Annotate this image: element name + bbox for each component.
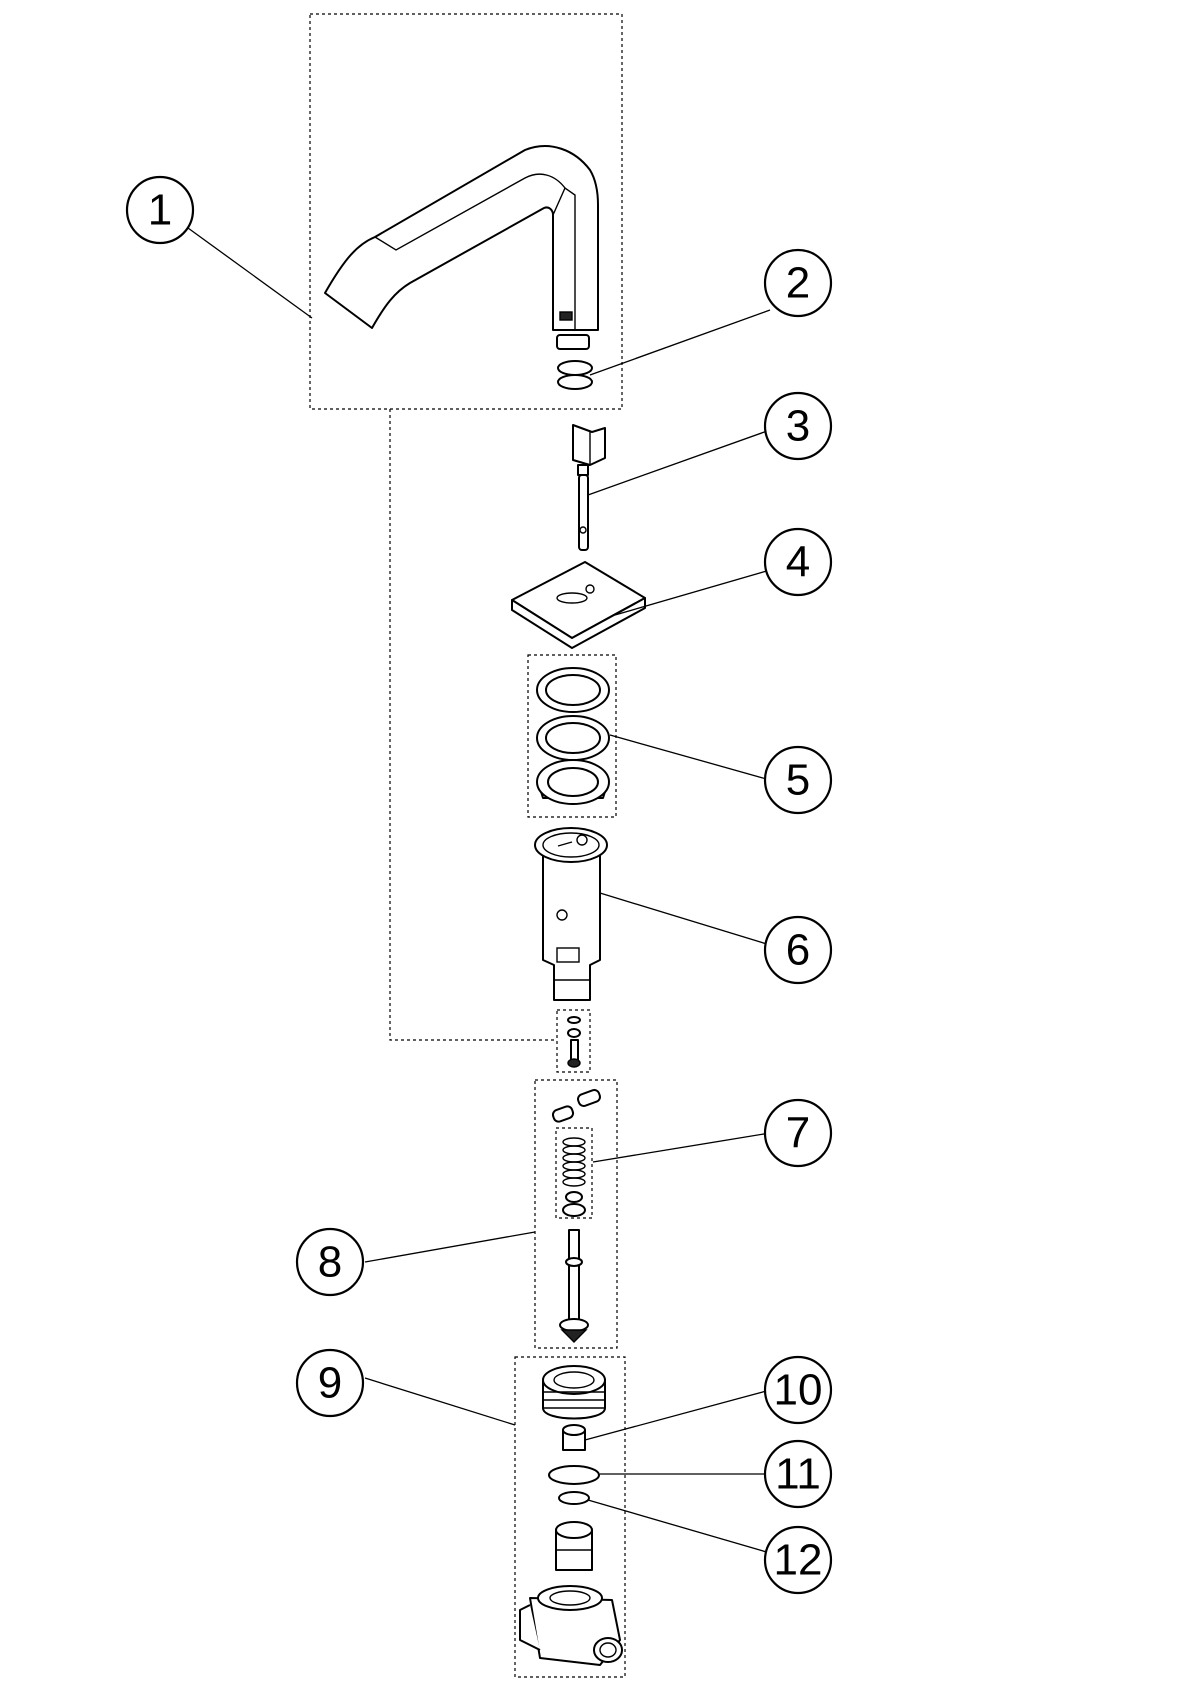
spout-connector-dashed-line — [389, 409, 557, 1041]
leader-line-6 — [599, 892, 771, 946]
callout-8-label: 8 — [318, 1238, 342, 1287]
leader-line-9 — [364, 1377, 516, 1426]
callout-11-label: 11 — [775, 1450, 821, 1499]
leader-line-10 — [584, 1389, 771, 1441]
spring-group-outline — [555, 1127, 593, 1219]
screw-group-outline — [556, 1009, 591, 1073]
callout-1-label: 1 — [148, 186, 172, 235]
cylinder-housing-part — [534, 827, 608, 1001]
screw-set-part — [567, 1016, 581, 1068]
threaded-nut-part — [542, 1365, 606, 1420]
spout-seal-part — [556, 334, 593, 390]
callout-3: 3 — [763, 391, 833, 461]
sleeve-part — [562, 1424, 586, 1451]
callout-11: 11 — [763, 1439, 833, 1509]
o-ring-large-part — [548, 1465, 600, 1485]
leader-line-1 — [187, 227, 313, 319]
callout-9-label: 9 — [318, 1359, 342, 1408]
callout-1: 1 — [125, 175, 195, 245]
leader-line-5 — [609, 734, 771, 781]
callout-3-label: 3 — [786, 402, 810, 451]
callout-6: 6 — [763, 915, 833, 985]
seal-rings-part — [536, 667, 610, 805]
spring-part — [562, 1137, 586, 1187]
leader-line-4 — [614, 569, 771, 616]
callout-8: 8 — [295, 1227, 365, 1297]
callout-5: 5 — [763, 745, 833, 815]
callout-7-label: 7 — [786, 1109, 810, 1158]
callout-6-label: 6 — [786, 926, 810, 975]
leader-line-12 — [587, 1499, 771, 1554]
callout-10-label: 10 — [774, 1366, 823, 1415]
leader-line-7 — [592, 1132, 771, 1163]
callout-5-label: 5 — [786, 756, 810, 805]
callout-10: 10 — [763, 1355, 833, 1425]
valve-group-outline — [534, 1079, 618, 1349]
cover-plate-part — [511, 561, 646, 649]
o-ring-small-part — [558, 1491, 590, 1505]
callout-2: 2 — [763, 248, 833, 318]
valve-assembly-part — [551, 1089, 601, 1343]
callout-7: 7 — [763, 1098, 833, 1168]
connector-group-outline — [514, 1356, 626, 1678]
callout-12-label: 12 — [774, 1536, 823, 1585]
leader-line-3 — [587, 429, 771, 496]
callout-12: 12 — [763, 1525, 833, 1595]
leader-line-8 — [364, 1231, 536, 1263]
leader-line-2 — [589, 309, 771, 376]
callout-2-label: 2 — [786, 259, 810, 308]
callout-4: 4 — [763, 527, 833, 597]
callout-9: 9 — [295, 1348, 365, 1418]
valve-body-part — [519, 1585, 623, 1666]
sensor-pin-part — [572, 424, 606, 551]
bottom-fitting-part — [555, 1521, 593, 1571]
spout-part — [324, 145, 599, 331]
callout-4-label: 4 — [786, 538, 810, 587]
seal-set-group-outline — [527, 654, 617, 818]
spout-group-outline — [309, 13, 623, 410]
